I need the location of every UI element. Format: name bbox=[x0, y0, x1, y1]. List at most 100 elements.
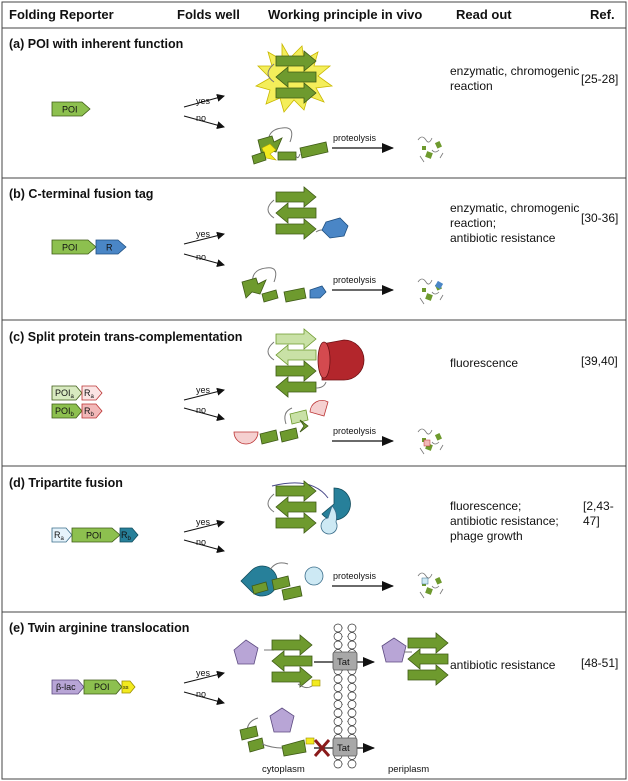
ss-label: ss bbox=[123, 685, 129, 691]
poi-a-construct bbox=[51, 385, 83, 401]
proteolysis-label: proteolysis bbox=[333, 275, 377, 285]
header-ref: Ref. bbox=[590, 7, 615, 22]
no-label: no bbox=[196, 113, 206, 123]
proteolysis-label: proteolysis bbox=[333, 571, 377, 581]
poi-label: POI bbox=[86, 531, 102, 541]
yes-arrow bbox=[183, 387, 225, 401]
beta-lactamase-construct bbox=[51, 679, 85, 695]
r-a-construct bbox=[81, 385, 103, 401]
ref-a: [25-28] bbox=[581, 72, 618, 86]
r-b-construct bbox=[119, 527, 139, 543]
lipid-head bbox=[347, 640, 357, 650]
section-e: (e) Twin arginine translocation β-lac PO… bbox=[9, 621, 618, 775]
readout-d-line3: phage growth bbox=[450, 529, 523, 543]
tat-translocon-folded bbox=[332, 651, 358, 671]
lipid-head bbox=[347, 691, 357, 701]
proteolysis-label: proteolysis bbox=[333, 426, 377, 436]
yes-arrow bbox=[183, 519, 225, 533]
proteolysis-label: proteolysis bbox=[333, 133, 377, 143]
ref-c: [39,40] bbox=[581, 354, 618, 368]
r-a-construct bbox=[51, 527, 73, 543]
no-arrow bbox=[183, 253, 225, 268]
lipid-head bbox=[347, 700, 357, 709]
poi-b-label: POIb bbox=[55, 406, 75, 418]
ref-b: [30-36] bbox=[581, 211, 618, 225]
readout-a-line2: reaction bbox=[450, 79, 493, 93]
degraded-fragments-icon bbox=[417, 428, 444, 455]
tat-label-1: Tat bbox=[337, 657, 350, 668]
header-folding-reporter: Folding Reporter bbox=[9, 7, 114, 22]
no-arrow bbox=[183, 115, 225, 130]
ref-e: [48-51] bbox=[581, 656, 618, 670]
complemented-reporter-icon bbox=[321, 487, 351, 521]
lipid-head bbox=[347, 623, 357, 633]
lipid-head bbox=[333, 623, 343, 633]
readout-b-line2: reaction; bbox=[450, 216, 496, 230]
periplasm-label: periplasm bbox=[388, 764, 429, 775]
lipid-head bbox=[333, 700, 343, 709]
no-label: no bbox=[196, 689, 206, 699]
poi-label: POI bbox=[62, 243, 78, 253]
yes-arrow bbox=[183, 93, 225, 108]
header-read-out: Read out bbox=[456, 7, 512, 22]
poi-construct bbox=[51, 239, 97, 255]
poi-a-label: POIa bbox=[55, 388, 75, 400]
reporter-tag-construct bbox=[95, 239, 127, 255]
readout-c: fluorescence bbox=[450, 356, 518, 370]
section-d: (d) Tripartite fusion Ra POI Rb yes no p… bbox=[9, 476, 614, 601]
yes-label: yes bbox=[196, 517, 211, 527]
section-c-title: (c) Split protein trans-complementation bbox=[9, 330, 242, 344]
section-a-title: (a) POI with inherent function bbox=[9, 37, 183, 51]
yes-label: yes bbox=[196, 96, 211, 106]
section-b-title: (b) C-terminal fusion tag bbox=[9, 187, 153, 201]
lipid-head bbox=[333, 683, 343, 692]
misfold-burst-icon bbox=[261, 143, 277, 161]
section-e-title: (e) Twin arginine translocation bbox=[9, 621, 189, 635]
r-b-label: Rb bbox=[84, 406, 95, 418]
readout-e: antibiotic resistance bbox=[450, 658, 556, 672]
r-a-label: Ra bbox=[84, 388, 95, 400]
lipid-head bbox=[347, 683, 357, 692]
no-arrow bbox=[183, 539, 225, 554]
lipid-head bbox=[333, 759, 343, 769]
poi-label: POI bbox=[62, 105, 78, 115]
section-a: (a) POI with inherent function POI yes n… bbox=[9, 37, 618, 165]
barrel-fluorophore-icon bbox=[321, 339, 365, 381]
lipid-head bbox=[347, 725, 357, 735]
yes-label: yes bbox=[196, 229, 211, 239]
no-arrow bbox=[183, 407, 225, 422]
readout-a-line1: enzymatic, chromogenic bbox=[450, 64, 579, 78]
yes-arrow bbox=[183, 231, 225, 245]
poi-construct bbox=[83, 679, 123, 695]
readout-d-line2: antibiotic resistance; bbox=[450, 514, 559, 528]
degraded-fragments-icon bbox=[417, 136, 444, 163]
yes-arrow bbox=[183, 670, 225, 684]
lipid-head bbox=[347, 708, 357, 718]
tat-translocon-misfolded bbox=[332, 737, 358, 757]
lipid-head bbox=[347, 632, 357, 641]
no-label: no bbox=[196, 405, 206, 415]
r-b-construct bbox=[81, 403, 103, 419]
section-d-title: (d) Tripartite fusion bbox=[9, 476, 123, 490]
beta-lac-label: β-lac bbox=[56, 682, 76, 692]
lipid-head bbox=[347, 674, 357, 684]
r-b-label: Rb bbox=[121, 530, 132, 542]
cytoplasm-label: cytoplasm bbox=[262, 764, 305, 775]
section-b: (b) C-terminal fusion tag POI R yes no p… bbox=[9, 186, 618, 305]
r-a-label: Ra bbox=[54, 530, 65, 542]
no-arrow bbox=[183, 691, 225, 706]
section-c: (c) Split protein trans-complementation … bbox=[9, 328, 618, 455]
no-label: no bbox=[196, 252, 206, 262]
lipid-head bbox=[333, 640, 343, 650]
lipid-head bbox=[333, 725, 343, 735]
lipid-head bbox=[333, 691, 343, 701]
lipid-head bbox=[333, 708, 343, 718]
lipid-head bbox=[333, 674, 343, 684]
degraded-fragments-icon bbox=[417, 572, 444, 599]
ref-d-line1: [2,43- bbox=[583, 499, 614, 513]
tat-label-2: Tat bbox=[337, 743, 350, 754]
poi-construct bbox=[71, 527, 121, 543]
poi-label: POI bbox=[94, 682, 110, 692]
lipid-head bbox=[333, 632, 343, 641]
